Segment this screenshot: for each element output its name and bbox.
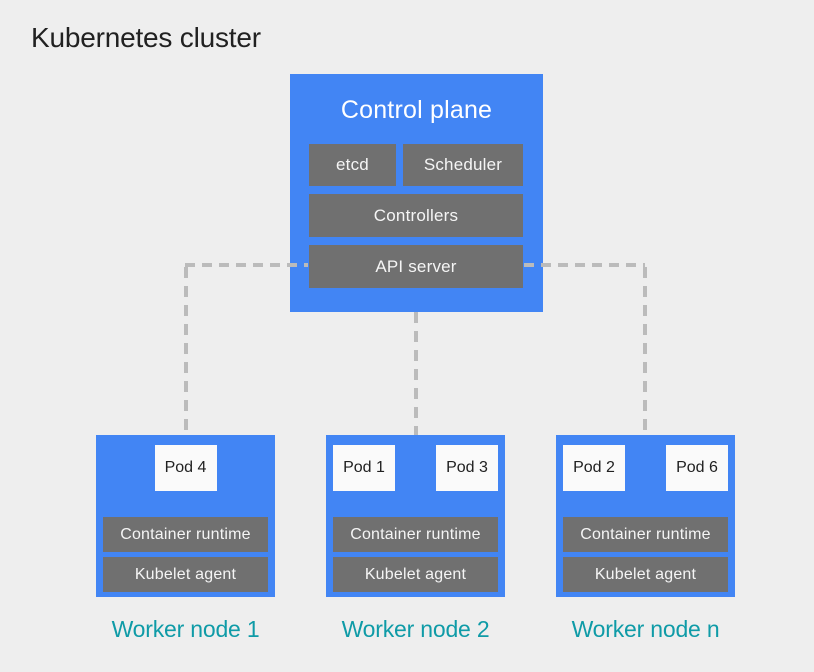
worker-node-n: Pod 2 Pod 6 Container runtime Kubelet ag… bbox=[556, 435, 735, 597]
worker-node-2-label: Worker node 2 bbox=[341, 616, 490, 642]
connector-vertical-worker-1 bbox=[184, 267, 188, 435]
container-runtime: Container runtime bbox=[333, 517, 498, 552]
worker-node-n-label: Worker node n bbox=[571, 616, 720, 642]
worker-n-pods: Pod 2 Pod 6 bbox=[556, 445, 735, 491]
component-etcd: etcd bbox=[309, 144, 396, 186]
container-runtime: Container runtime bbox=[103, 517, 268, 552]
kubelet-agent: Kubelet agent bbox=[333, 557, 498, 592]
pod: Pod 1 bbox=[333, 445, 395, 491]
control-plane-label: Control plane bbox=[340, 96, 493, 124]
diagram-title: Kubernetes cluster bbox=[31, 22, 261, 53]
connector-vertical-worker-n bbox=[643, 267, 647, 435]
pod: Pod 2 bbox=[563, 445, 625, 491]
worker-2-pods: Pod 1 Pod 3 bbox=[326, 445, 505, 491]
control-plane-node: Control plane etcd Scheduler Controllers… bbox=[290, 74, 543, 312]
kubelet-agent: Kubelet agent bbox=[563, 557, 728, 592]
component-api-server: API server bbox=[309, 245, 523, 288]
pod: Pod 6 bbox=[666, 445, 728, 491]
control-plane-components: etcd Scheduler Controllers API server bbox=[309, 144, 523, 288]
connector-horizontal-right bbox=[524, 263, 645, 267]
worker-node-2: Pod 1 Pod 3 Container runtime Kubelet ag… bbox=[326, 435, 505, 597]
worker-1-pods: Pod 4 bbox=[96, 445, 275, 491]
connector-horizontal-left bbox=[185, 263, 308, 267]
component-controllers: Controllers bbox=[309, 194, 523, 237]
worker-node-1-label: Worker node 1 bbox=[111, 616, 260, 642]
container-runtime: Container runtime bbox=[563, 517, 728, 552]
connector-vertical-worker-2 bbox=[414, 312, 418, 435]
control-plane-row-1: etcd Scheduler bbox=[309, 144, 523, 186]
kubelet-agent: Kubelet agent bbox=[103, 557, 268, 592]
pod: Pod 3 bbox=[436, 445, 498, 491]
component-scheduler: Scheduler bbox=[403, 144, 523, 186]
pod: Pod 4 bbox=[154, 445, 217, 491]
worker-node-1: Pod 4 Container runtime Kubelet agent bbox=[96, 435, 275, 597]
